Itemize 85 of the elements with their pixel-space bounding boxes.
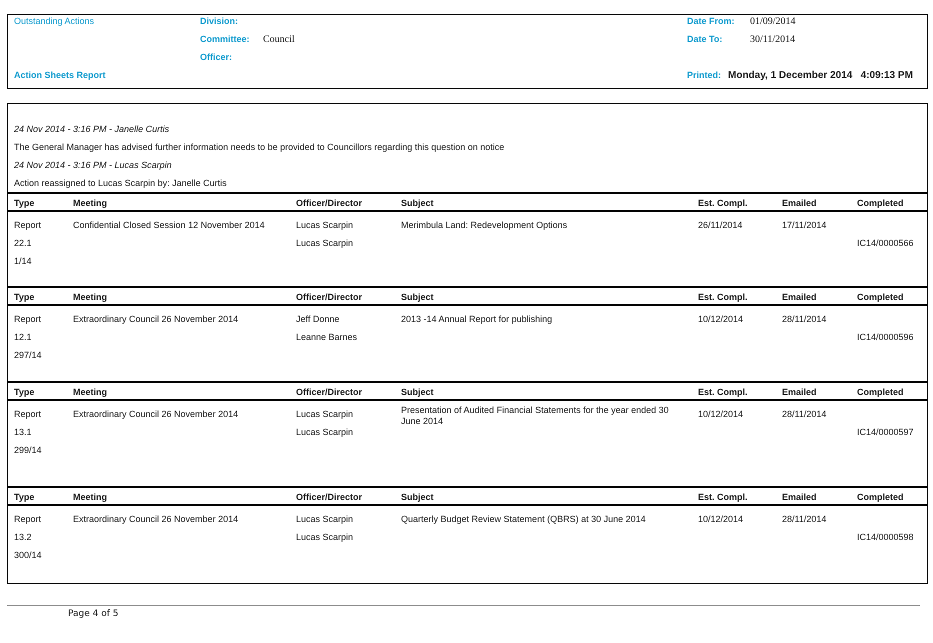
table-cell: Extraordinary Council 26 November 2014 [73, 409, 238, 420]
table-cell: 10/12/2014 [698, 514, 744, 525]
table-cell-text: 2013 -14 Annual Report for publishing [401, 314, 554, 325]
table-cell: 1/14 [14, 256, 32, 267]
column-header: Completed [857, 198, 904, 209]
table-cell: Jeff Donne [296, 314, 340, 325]
table-cell: 26/11/2014 [698, 220, 742, 231]
table-cell-text: Quarterly Budget Review Statement (QBRS) at 30 June 2014 [401, 514, 647, 525]
table-cell: Extraordinary Council 26 November 2014 [73, 314, 238, 325]
table-cell: Extraordinary Council 26 November 2014 [73, 514, 238, 525]
column-header: Meeting [73, 292, 108, 303]
field-label: Officer: [200, 52, 232, 63]
table-cell-text: Merimbula Land: Redevelopment Options [401, 220, 568, 231]
table-cell: 299/14 [14, 445, 42, 456]
column-header: Emailed [782, 387, 817, 398]
column-header: Officer/Director [296, 292, 362, 303]
column-header: Type [14, 198, 34, 209]
column-header: Est. Compl. [698, 387, 748, 398]
column-header: Emailed [782, 198, 817, 209]
column-header: Emailed [782, 292, 817, 303]
table-cell: Lucas Scarpin [296, 409, 354, 420]
column-header: Completed [857, 292, 904, 303]
table-cell: 28/11/2014 [782, 514, 826, 525]
table-cell: 13.1 [14, 427, 32, 438]
table-cell: Lucas Scarpin [296, 514, 354, 525]
field-value: 01/09/2014 [750, 16, 796, 27]
column-header: Officer/Director [296, 492, 362, 503]
table-cell: 10/12/2014 [698, 314, 744, 325]
note-heading: 24 Nov 2014 - 3:16 PM - Janelle Curtis [14, 124, 170, 135]
field-value: Council [263, 34, 295, 45]
table-cell: 28/11/2014 [782, 314, 826, 325]
table-cell: 28/11/2014 [782, 409, 826, 420]
table-cell: IC14/0000566 [857, 238, 914, 249]
table-cell: 297/14 [14, 350, 42, 361]
column-header: Subject [401, 492, 434, 503]
column-header: Subject [401, 198, 434, 209]
field-label: Division: [200, 16, 238, 27]
table-cell: 22.1 [14, 238, 32, 249]
field-label: Printed: [687, 70, 722, 81]
column-header: Meeting [73, 492, 108, 503]
table-cell: Lucas Scarpin [296, 220, 354, 231]
column-header: Officer/Director [296, 387, 362, 398]
column-header: Est. Compl. [698, 492, 748, 503]
column-header: Type [14, 387, 34, 398]
table-cell: 13.2 [14, 532, 32, 543]
note-text: Action reassigned to Lucas Scarpin by: Janelle Curtis [14, 178, 227, 189]
table-cell: Report [14, 220, 42, 231]
column-header: Type [14, 292, 34, 303]
column-header: Est. Compl. [698, 198, 748, 209]
printed-timestamp: Monday, 1 December 2014 4:09:13 PM [728, 70, 913, 81]
page-number: Page 4 of 5 [68, 609, 118, 620]
column-header: Subject [401, 292, 434, 303]
table-cell: IC14/0000598 [857, 532, 914, 543]
table-cell: 17/11/2014 [782, 220, 826, 231]
note-text: The General Manager has advised further information needs to be provided to Councillors regarding this question on notice [14, 142, 504, 153]
column-header: Emailed [782, 492, 817, 503]
column-header: Meeting [73, 387, 108, 398]
table-cell: Leanne Barnes [296, 332, 358, 343]
note-heading: 24 Nov 2014 - 3:16 PM - Lucas Scarpin [14, 160, 172, 171]
column-header: Completed [857, 387, 904, 398]
table-cell: Lucas Scarpin [296, 238, 354, 249]
column-header: Completed [857, 492, 904, 503]
column-header: Est. Compl. [698, 292, 748, 303]
table-cell: Report [14, 409, 42, 420]
column-header: Type [14, 492, 34, 503]
table-cell: 10/12/2014 [698, 409, 744, 420]
table-cell: Lucas Scarpin [296, 427, 354, 438]
table-cell: Report [14, 314, 42, 325]
field-label: Committee: [200, 34, 250, 45]
table-cell: 12.1 [14, 332, 32, 343]
column-header: Meeting [73, 198, 108, 209]
field-label: Date To: [687, 34, 722, 45]
table-cell: Report [14, 514, 42, 525]
table-cell: Confidential Closed Session 12 November 2014 [73, 220, 265, 231]
field-label: Date From: [687, 16, 735, 27]
report-title: Action Sheets Report [14, 70, 106, 81]
table-cell: Lucas Scarpin [296, 532, 354, 543]
column-header: Officer/Director [296, 198, 362, 209]
column-header: Subject [401, 387, 434, 398]
report-category: Outstanding Actions [14, 16, 94, 27]
table-cell: 300/14 [14, 550, 42, 561]
table-cell-text: Presentation of Audited Financial Statements for the year ended 30 June 2014 [401, 405, 670, 427]
table-cell: IC14/0000596 [857, 332, 914, 343]
field-value: 30/11/2014 [750, 34, 796, 45]
table-cell: IC14/0000597 [857, 427, 914, 438]
